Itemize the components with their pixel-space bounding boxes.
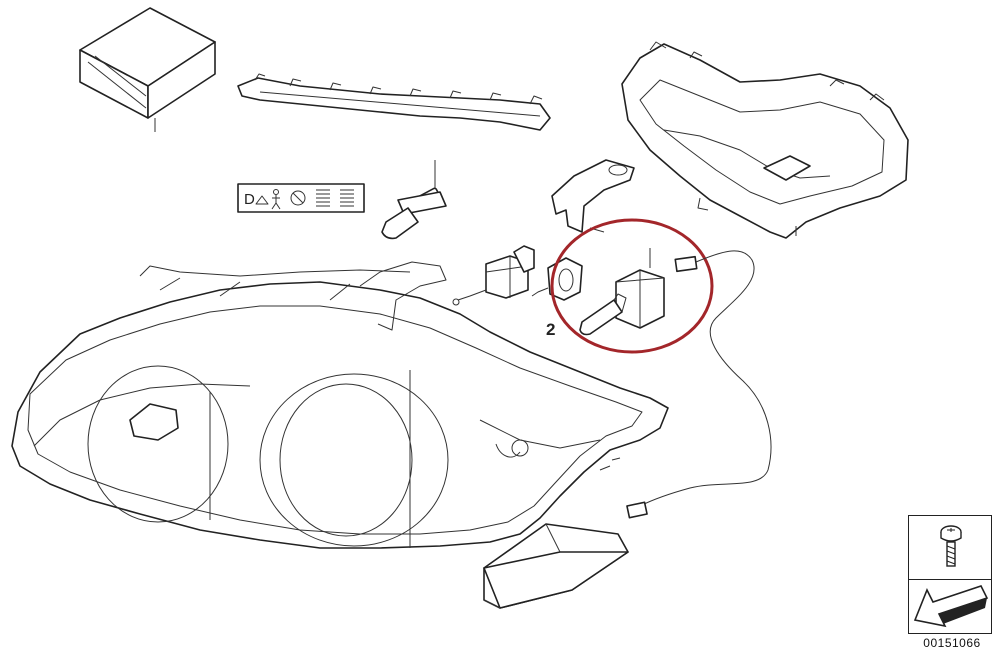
legend-divider [909, 579, 991, 580]
part-number: 00151066 [923, 636, 981, 650]
legend-graphic [913, 525, 989, 628]
bracket-icon [551, 159, 635, 233]
actuator-motor-icon [452, 245, 535, 306]
socket-icon [531, 257, 583, 301]
housing-cover-icon [621, 41, 909, 239]
parts-box-icon [79, 7, 216, 132]
arrow-icon [913, 585, 989, 628]
callout-label: 2 [546, 320, 556, 339]
highlight-circle [550, 218, 714, 354]
xenon-bulb-icon [579, 248, 665, 336]
control-module-icon [483, 523, 629, 609]
bracket-icon [237, 73, 551, 131]
headlight-housing-icon [11, 261, 669, 549]
svg-text:D: D [244, 191, 255, 208]
screw-icon [940, 525, 962, 567]
bulb-icon [381, 160, 447, 240]
warning-symbols-icon: D [237, 183, 365, 213]
legend-box [908, 515, 992, 634]
connector-icon [626, 250, 772, 519]
